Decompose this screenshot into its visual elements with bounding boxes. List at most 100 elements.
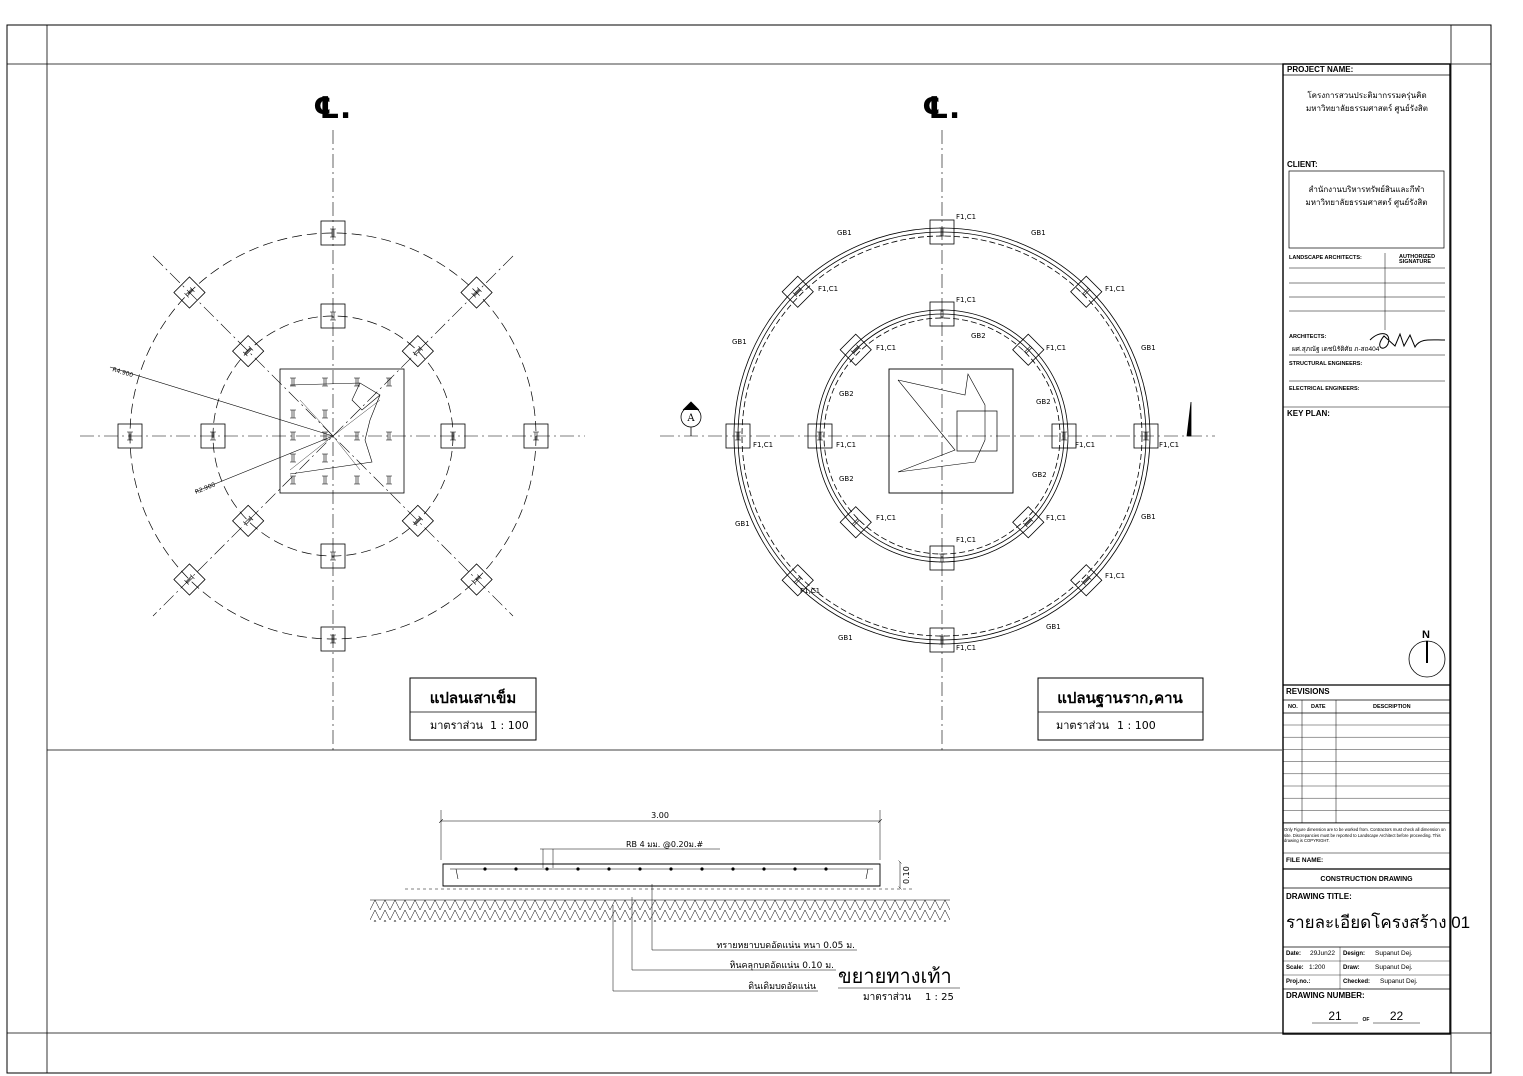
pile-plan-scale-value: 1 : 100 xyxy=(490,719,529,732)
footing-marker xyxy=(725,423,751,449)
pile-marker-small xyxy=(386,377,392,387)
project-name-line1: โครงการสวนประติมากรรมครุ่นคิด xyxy=(1307,91,1427,100)
pile-marker xyxy=(173,276,206,309)
draw-value: Supanut Dej. xyxy=(1375,964,1413,971)
detail-scale-label: มาตราส่วน xyxy=(863,992,911,1003)
pile-marker-small xyxy=(322,409,328,419)
rebar-dot xyxy=(669,867,673,871)
pile-marker-small xyxy=(290,409,296,419)
footing-label: F1,C1 xyxy=(1159,441,1179,449)
walkway-detail xyxy=(370,810,960,992)
footing-label: F1,C1 xyxy=(1075,441,1095,449)
pile-marker-small xyxy=(322,475,328,485)
electrical-engineers-label: ELECTRICAL ENGINEERS: xyxy=(1289,386,1360,392)
detail-rebar xyxy=(450,868,873,880)
authorized-line1: AUTHORIZED xyxy=(1399,254,1436,260)
footing-label: F1,C1 xyxy=(956,296,976,304)
rebar-dot xyxy=(793,867,797,871)
footing-label: F1,C1 xyxy=(818,285,838,293)
pile-marker xyxy=(173,563,206,596)
rebar-dot xyxy=(483,867,487,871)
footing-marker xyxy=(839,333,872,366)
pile-marker-small xyxy=(354,431,360,441)
client-line2: มหาวิทยาลัยธรรมศาสตร์ ศูนย์รังสิต xyxy=(1305,198,1428,207)
section-marker-label: A xyxy=(686,413,695,424)
pile-marker-small xyxy=(354,475,360,485)
of-label: OF xyxy=(1362,1017,1370,1023)
rebar-dot xyxy=(731,867,735,871)
rebar-dot xyxy=(576,867,580,871)
pile-marker xyxy=(232,335,265,368)
foundation-plan-title-box: แปลนฐานราก,คาน มาตราส่วน 1 : 100 xyxy=(1037,677,1204,741)
detail-thickness: 0.10 xyxy=(902,866,911,884)
detail-slab xyxy=(442,863,881,887)
project-name: โครงการสวนประติมากรรมครุ่นคิด มหาวิทยาลั… xyxy=(1288,89,1446,115)
pile-marker-small xyxy=(290,475,296,485)
architect-name: ผศ.สุภณัฐ เดชนิรัติศัย ภ-สถ404 xyxy=(1292,346,1380,353)
pile-marker-small xyxy=(290,453,296,463)
pile-marker xyxy=(320,543,346,569)
foundation-plan-centerline-symbol: ℄. xyxy=(922,91,960,126)
footing-label: F1,C1 xyxy=(956,536,976,544)
pile-marker xyxy=(401,504,434,537)
authorized-signature-label: AUTHORIZED SIGNATURE xyxy=(1399,254,1436,265)
foundation-plan-scale-label: มาตราส่วน xyxy=(1056,719,1110,732)
scale-value: 1:200 xyxy=(1309,964,1326,971)
beam-label: GB1 xyxy=(1141,344,1156,352)
footing-marker xyxy=(1070,275,1103,308)
beam-label: GB1 xyxy=(735,520,750,528)
pile-marker xyxy=(232,504,265,537)
footing-label: F1,C1 xyxy=(836,441,856,449)
beam-label: GB1 xyxy=(1031,229,1046,237)
footing-label: F1,C1 xyxy=(1046,344,1066,352)
footing-marker xyxy=(929,301,955,327)
beam-label: GB1 xyxy=(1046,623,1061,631)
sheet-frame xyxy=(6,24,1492,1074)
beam-label: GB1 xyxy=(732,338,747,346)
footing-marker xyxy=(1133,423,1159,449)
section-marker xyxy=(680,401,1192,437)
detail-scale-value: 1 : 25 xyxy=(925,992,954,1003)
pile-marker xyxy=(320,303,346,329)
pile-plan-radius-outer-label: R4.900 xyxy=(111,366,134,379)
beam-label: GB2 xyxy=(1032,471,1047,479)
pile-plan-centerline-symbol: ℄. xyxy=(313,91,351,126)
footing-marker xyxy=(929,627,955,653)
beam-label: GB2 xyxy=(1036,398,1051,406)
drawing-title-label: DRAWING TITLE: xyxy=(1286,892,1352,901)
client-label: CLIENT: xyxy=(1287,160,1318,169)
foundation-plan-sculpture-base xyxy=(956,410,998,452)
pile-marker xyxy=(460,276,493,309)
footing-label: F1,C1 xyxy=(1046,514,1066,522)
footing-label: F1,C1 xyxy=(1105,572,1125,580)
pile-marker xyxy=(320,626,346,652)
foundation-plan-sculpture-outline xyxy=(897,373,986,473)
proj-no-label: Proj.no.: xyxy=(1286,979,1311,985)
pile-marker xyxy=(117,423,143,449)
design-value: Supanut Dej. xyxy=(1375,950,1413,957)
detail-rebar-label: RB 4 มม. @0.20ม.# xyxy=(626,840,703,849)
revisions-label: REVISIONS xyxy=(1286,687,1330,696)
pile-marker xyxy=(460,563,493,596)
footing-marker xyxy=(1070,564,1103,597)
rev-col-description: DESCRIPTION xyxy=(1373,704,1411,710)
pile-marker-small xyxy=(386,431,392,441)
foundation-plan xyxy=(660,130,1215,750)
footing-marker xyxy=(807,423,833,449)
footing-label: F1,C1 xyxy=(876,514,896,522)
date-value: 29Jun22 xyxy=(1310,950,1335,957)
drawing-title: รายละเอียดโครงสร้าง 01 xyxy=(1286,913,1471,932)
scale-label: Scale: xyxy=(1286,965,1304,971)
foundation-plan-axes xyxy=(660,130,1215,750)
authorized-line2: SIGNATURE xyxy=(1399,259,1431,265)
rev-col-date: DATE xyxy=(1311,704,1326,710)
pile-marker-small xyxy=(322,453,328,463)
drawing-number-label: DRAWING NUMBER: xyxy=(1286,991,1365,1000)
foundation-plan-scale-value: 1 : 100 xyxy=(1117,719,1156,732)
footing-label: F1,C1 xyxy=(1105,285,1125,293)
disclaimer-text: Only Figure dimension are to be worked f… xyxy=(1284,827,1446,843)
footing-label: F1,C1 xyxy=(956,644,976,652)
pile-marker-small xyxy=(290,431,296,441)
